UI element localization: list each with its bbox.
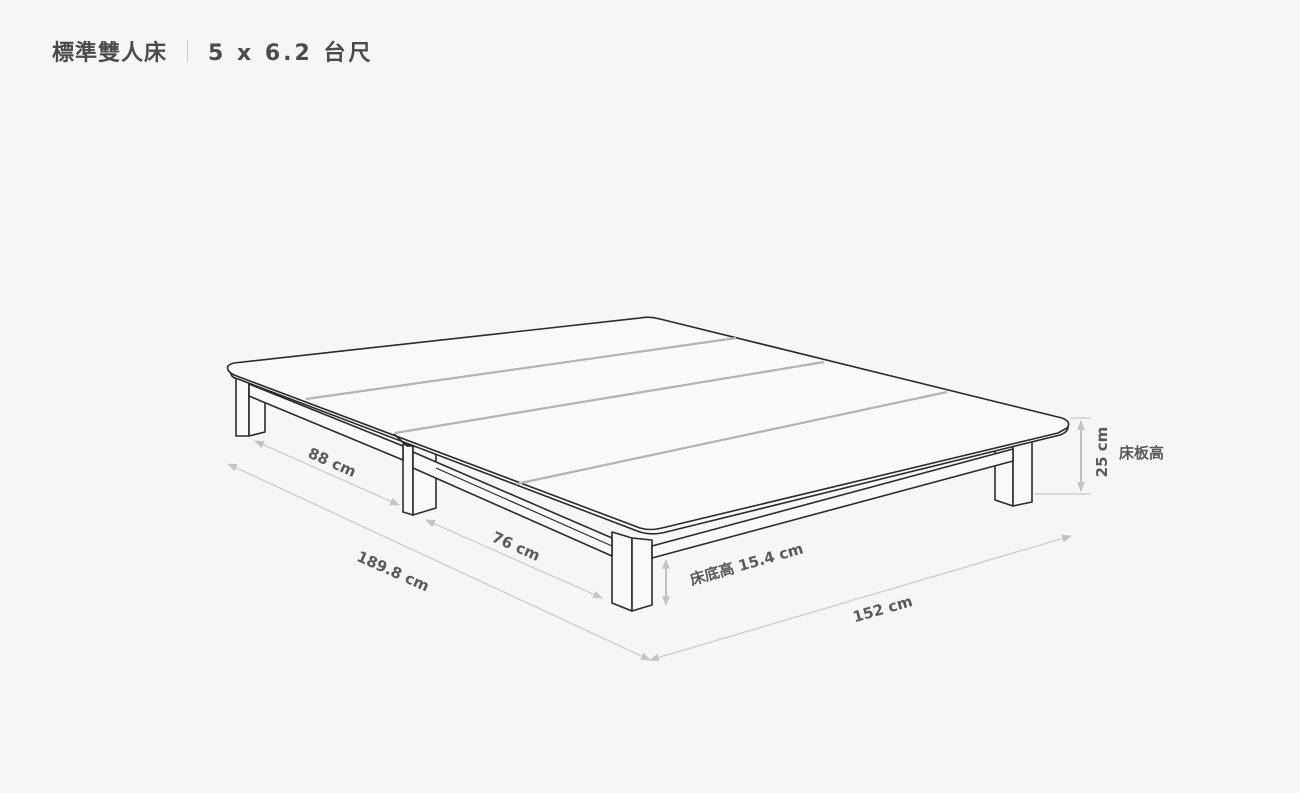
bed-size-label: 5 x 6.2 台尺 xyxy=(208,41,374,66)
page-title: 標準雙人床 5 x 6.2 台尺 xyxy=(52,34,373,68)
bed-panel-split xyxy=(393,433,413,447)
dim-line-width xyxy=(649,534,1072,662)
label-length: 189.8 cm xyxy=(354,548,432,596)
bed-leg-front xyxy=(611,531,653,612)
dim-line-length xyxy=(227,463,651,661)
dimension-lines xyxy=(227,417,1090,662)
label-width: 152 cm xyxy=(851,592,915,626)
bed-board-top xyxy=(226,316,1070,531)
label-board-height: 床板高 xyxy=(1119,444,1164,462)
title-divider xyxy=(187,40,189,62)
label-base-height: 床底高 15.4 cm xyxy=(688,539,805,589)
bed-type-title: 標準雙人床 xyxy=(52,41,168,66)
label-board-height-value: 25 cm xyxy=(1093,427,1111,478)
